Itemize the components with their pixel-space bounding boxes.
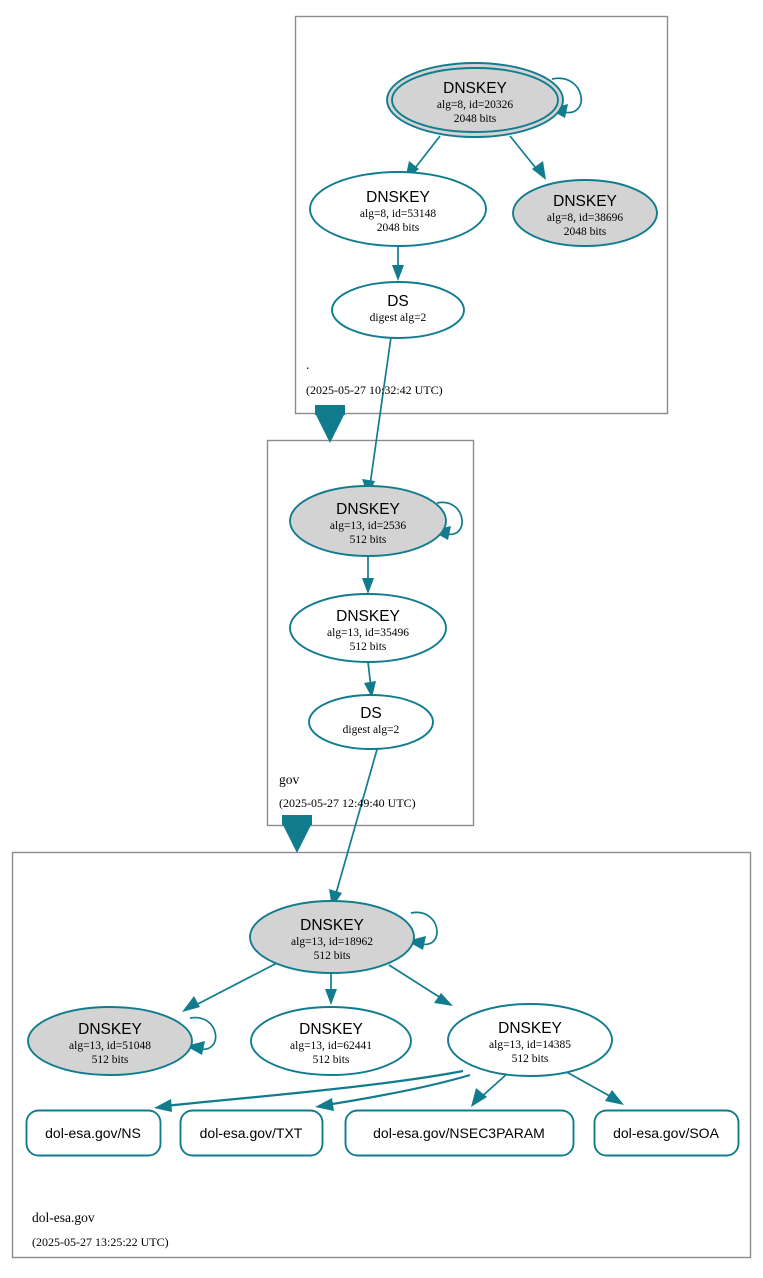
edge-dol-14385-to-soa [562, 1069, 624, 1105]
node-root-ksk-20326[interactable]: DNSKEY alg=8, id=20326 2048 bits [386, 62, 564, 138]
node-line3: 512 bits [314, 950, 351, 962]
edge-gov-35496-to-ds [364, 661, 376, 698]
zone-box-gov [266, 439, 475, 827]
node-root-dnskey-38696[interactable]: DNSKEY alg=8, id=38696 2048 bits [512, 179, 658, 247]
zone-label-dol-esa: dol-esa.gov [32, 1210, 95, 1225]
zone-delegation-arrow-gov-to-dol-esa [282, 815, 312, 853]
node-line3: 512 bits [512, 1053, 549, 1065]
node-title: DNSKEY [299, 1021, 363, 1038]
node-line2: alg=13, id=18962 [291, 936, 373, 948]
rrset-label: dol-esa.gov/NS [45, 1125, 141, 1141]
edge-dol-18962-to-14385 [388, 964, 453, 1006]
node-title: DNSKEY [336, 608, 400, 625]
node-title: DNSKEY [553, 193, 617, 210]
node-title: DNSKEY [443, 80, 507, 97]
node-title: DNSKEY [366, 189, 430, 206]
rrset-dol-esa-txt[interactable]: dol-esa.gov/TXT [179, 1109, 324, 1157]
node-line3: 2048 bits [377, 222, 420, 234]
node-line2: alg=13, id=62441 [290, 1040, 372, 1052]
edge-dol-18962-to-51048 [182, 962, 278, 1012]
rrset-dol-esa-ns[interactable]: dol-esa.gov/NS [25, 1109, 162, 1157]
edge-dol-14385-to-ns [154, 1069, 464, 1112]
node-dol-dnskey-14385[interactable]: DNSKEY alg=13, id=14385 512 bits [447, 1003, 613, 1077]
node-line3: 2048 bits [454, 113, 497, 125]
node-line3: 512 bits [350, 534, 387, 546]
rrset-dol-esa-nsec3param[interactable]: dol-esa.gov/NSEC3PARAM [344, 1109, 575, 1157]
rrset-label: dol-esa.gov/TXT [200, 1125, 303, 1141]
edge-gov-ksk-to-35496 [362, 556, 374, 594]
node-line2: alg=8, id=20326 [437, 99, 513, 111]
rrset-label: dol-esa.gov/NSEC3PARAM [373, 1125, 545, 1141]
edge-root-ksk-to-38696 [509, 135, 546, 180]
node-title: DS [360, 705, 382, 722]
node-line2: alg=13, id=35496 [327, 627, 409, 639]
node-gov-dnskey-35496[interactable]: DNSKEY alg=13, id=35496 512 bits [289, 593, 447, 663]
zone-timestamp-dol-esa: (2025-05-27 13:25:22 UTC) [32, 1235, 169, 1249]
node-gov-ds[interactable]: DS digest alg=2 [308, 694, 434, 750]
zone-timestamp-gov: (2025-05-27 12:49:40 UTC) [279, 796, 416, 810]
node-title: DNSKEY [336, 501, 400, 518]
node-root-dnskey-53148[interactable]: DNSKEY alg=8, id=53148 2048 bits [309, 171, 487, 247]
edge-dol-18962-self-loop [407, 911, 438, 950]
node-line2: alg=13, id=14385 [489, 1039, 571, 1051]
node-title: DNSKEY [78, 1021, 142, 1038]
node-line2: digest alg=2 [343, 724, 400, 736]
edge-gov-ds-to-dol-ksk [329, 745, 379, 908]
node-line3: 2048 bits [564, 226, 607, 238]
node-line2: digest alg=2 [370, 312, 427, 324]
node-dol-dnskey-62441[interactable]: DNSKEY alg=13, id=62441 512 bits [250, 1006, 412, 1076]
node-title: DNSKEY [300, 917, 364, 934]
node-gov-ksk-2536[interactable]: DNSKEY alg=13, id=2536 512 bits [289, 485, 447, 557]
zone-box-root [294, 15, 669, 415]
node-line2: alg=13, id=51048 [69, 1040, 151, 1052]
zone-timestamp-root: (2025-05-27 10:32:42 UTC) [306, 383, 443, 397]
node-title: DS [387, 293, 409, 310]
zone-label-root: . [306, 357, 309, 372]
edge-dol-14385-to-nsec3param [471, 1072, 509, 1107]
edge-dol-14385-to-txt [315, 1073, 471, 1111]
node-line2: alg=13, id=2536 [330, 520, 406, 532]
edge-dol-51048-self-loop [186, 1016, 217, 1055]
node-line3: 512 bits [313, 1054, 350, 1066]
zone-label-gov: gov [279, 772, 300, 787]
node-line2: alg=8, id=53148 [360, 208, 436, 220]
node-line3: 512 bits [350, 641, 387, 653]
zone-delegation-arrow-root-to-gov [315, 405, 345, 443]
node-title: DNSKEY [498, 1020, 562, 1037]
node-root-ds[interactable]: DS digest alg=2 [331, 281, 465, 339]
rrset-dol-esa-soa[interactable]: dol-esa.gov/SOA [593, 1109, 740, 1157]
rrset-label: dol-esa.gov/SOA [613, 1125, 719, 1141]
node-dol-ksk-18962[interactable]: DNSKEY alg=13, id=18962 512 bits [249, 900, 415, 974]
edge-root-53148-to-ds [392, 244, 404, 281]
node-line3: 512 bits [92, 1054, 129, 1066]
node-line2: alg=8, id=38696 [547, 212, 623, 224]
zone-box-dol-esa [11, 851, 752, 1259]
node-dol-dnskey-51048[interactable]: DNSKEY alg=13, id=51048 512 bits [27, 1006, 193, 1076]
